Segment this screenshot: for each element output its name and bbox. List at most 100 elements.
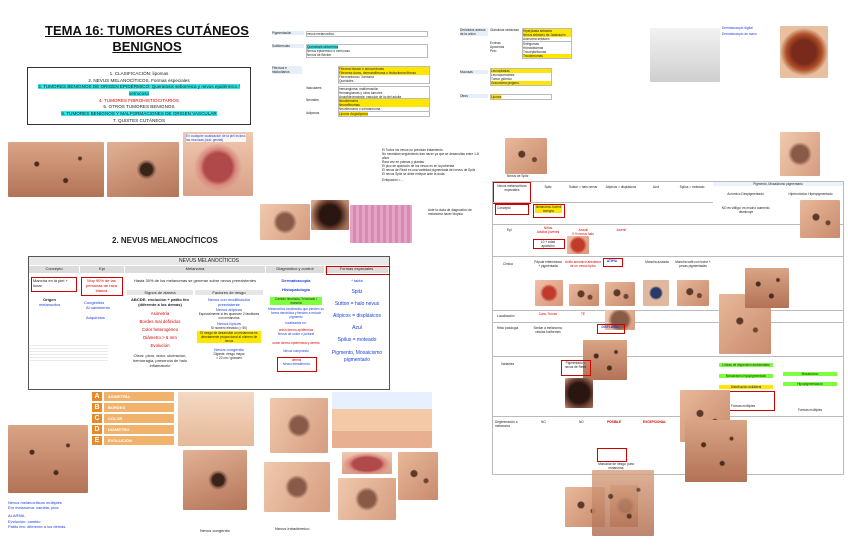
sutton-epi: Juvenil 5 % nevus halo (572, 228, 594, 236)
formas-highlight (326, 266, 390, 275)
caption-multiple-2: Em melanoma: cambia, pica (8, 505, 59, 511)
caption-alarma: ALARMA (8, 513, 25, 519)
fr-congenito: Nevus congénito (214, 347, 244, 352)
epi-text: Muy 90% de las personas de raza blanca (86, 278, 117, 294)
origen-label: Origen (43, 297, 56, 302)
note-3: El pico de aparición de los nevus es en … (382, 164, 455, 168)
caption-block: Nevus melanocíticos múltiples Em melanom… (8, 500, 118, 529)
fr-atipicos-note: Especialmente si les aparecen 2 familiar… (198, 312, 260, 320)
epi-al-nacimiento: Al nacimiento (86, 305, 111, 310)
header-mosaicismo: Pigmento, Mosaicismo pigmentario (713, 182, 843, 186)
row-fibrosos-label: Fibrosos e histiocitarios (272, 66, 302, 74)
dx-intradermico: Nevus intradérmico (282, 362, 311, 366)
index-item-7: 7. QUISTES CUTÁNEOS (112, 117, 166, 123)
sutton-clinica: Anillo acrómico alrededor de un nevus tí… (565, 260, 601, 268)
acromico-concepto: NO es vitiligo: es mucho aumento, dismin… (721, 206, 771, 214)
fr-modificacion: Nevus con modificación preexistente (207, 297, 251, 308)
dx-histopatologia: Histopatología (282, 287, 310, 292)
photo-spitz-clin (535, 280, 563, 306)
spitz-histopatologia: Similar a melanoma, células fusiformes (533, 326, 563, 334)
row-histopatologia: Histo patología (497, 326, 519, 330)
row-neurales-label: Neurales (306, 98, 319, 102)
caption-multiple-1: Nevus melanocíticos múltiples (8, 500, 62, 505)
col-nevus: Nevus melanocíticos especiales (497, 184, 527, 192)
notes-snippet (28, 345, 108, 363)
row-subformulas-items: Queratosis seborreica Nevus epidérmico o… (306, 44, 428, 58)
concepto-highlight (31, 277, 77, 292)
sutton-localizacion: TE (580, 312, 586, 316)
anexos-table: Derivados anexos de la unión Glándulas s… (460, 28, 572, 108)
col-spitz: Spitz (544, 185, 552, 189)
index-item-2: 2. NEVUS MELANOCÍTICOS. Formas especiale… (88, 77, 190, 83)
abcde-color: Color heterogéneo (141, 327, 179, 332)
photo-nevus-face (260, 204, 310, 240)
dx-cambio: Cambio hinchado / hinchado / mancha (270, 297, 322, 305)
mucosas-label: Mucosas (460, 70, 488, 74)
index-item-6: 6. TUMORES BENIGNOS Y MALFORMACIONES DE … (61, 110, 217, 116)
concepto-text: Mancha en la piel + lunar (33, 278, 68, 289)
photo-mosaic-back (685, 420, 747, 482)
hiper-2: Hipopigmentación (783, 382, 837, 386)
fe-tabla: * tabla (351, 278, 363, 283)
row-variantes: Variantes (501, 362, 515, 366)
row-pigmentacion-text: nevus melanocítico (306, 31, 428, 37)
acro-1: Líneas de dispersión ambientales (719, 363, 773, 367)
row-degeneracion: Degeneración a melanoma (495, 420, 518, 428)
fe-mosaicismo: Pigmento, Mosaicismo pigmentario (331, 350, 383, 363)
epi-highlight (81, 277, 123, 296)
photo-sutton-clin (569, 284, 599, 306)
dx-dermis: dermis (291, 358, 302, 362)
photo-nevus-pigmented (107, 142, 179, 197)
caption-patito: Patito feo: diferente a los demás (8, 523, 66, 529)
fe-spilus: Spilus = moteado (337, 337, 377, 343)
spitz-variantes: Pigmentado = nevus de Reed (564, 361, 587, 369)
abcde-letter-a: A (92, 392, 102, 401)
caption-congenito: Nevus congénito (200, 528, 230, 533)
dx-union-nevus: Nevus de unión o juntural (277, 332, 315, 336)
row-adiposos-items: Lipoma Angiolipoma (338, 111, 430, 117)
fr-congenito-gigante: Gigante, riesgo mayor (213, 352, 245, 356)
fr-tipicos: Nevus típicos (216, 321, 241, 326)
col-spilus: Spilus = moteado (679, 185, 705, 189)
col-sutton: Sutton = halo nevus (568, 185, 598, 189)
abcde-otros: Otros: picor, dolor, ulceración, hemorra… (132, 353, 188, 369)
spitz-epi-3: 10 + edad aparición (540, 240, 556, 248)
nevus-table-banner: NEVUS MELANOCÍTICOS (29, 257, 389, 265)
fe-sutton: Sutton = halo nevus (334, 301, 380, 307)
spitz-epi-highlight (533, 239, 565, 249)
nevus-table: NEVUS MELANOCÍTICOS Concepto Epi Melanom… (28, 256, 390, 390)
photo-lip-nevus (342, 452, 392, 474)
acro-3: Distribución unilateral (719, 385, 773, 389)
row-pigmentacion-label: Pigmentación (272, 31, 304, 35)
photo-nevus-back (8, 142, 104, 197)
title-line-1: TEMA 16: TUMORES CUTÁNEOS (45, 23, 249, 38)
photo-multiple-nevus (8, 425, 88, 493)
note-5: El nevus Spitz se debe extirpar ante la … (382, 172, 445, 176)
acro-4: Formas múltiples (730, 404, 756, 408)
photo-face-nevus (398, 452, 438, 500)
row-clinica: Clínica (503, 262, 513, 266)
col-nevus-highlight (493, 182, 531, 204)
photo-mustache (338, 478, 396, 520)
index-item-4: 4. TUMORES FIBROHISTIOCITARIOS (99, 97, 179, 103)
azul-clinica: Mancha azulada (645, 260, 669, 264)
clasificacion-table: Pigmentación nevus melanocítico Subfórmu… (272, 28, 432, 118)
photo-nevus-dark (311, 200, 349, 230)
page-title: TEMA 16: TUMORES CUTÁNEOS BENIGNOS (42, 23, 252, 56)
note-4: El nevus de Reed es una variedad pigment… (382, 168, 476, 172)
abcde-letter-c: C (92, 414, 102, 423)
section2-title: 2. NEVUS MELANOCÍTICOS (112, 236, 218, 245)
abcde-asimetria: Asimetría (150, 311, 170, 316)
spilus-clinica: Mancha café con leche + pecas pigmentada… (675, 260, 711, 268)
photo-hiper-2 (745, 268, 789, 308)
otros-label: Otros (460, 94, 488, 98)
anexos-sub: Glándulas sebáceas (490, 28, 519, 32)
dermatoscope-caption-2: Dermatoscopio de mano (722, 32, 757, 36)
nevus-notes: El Todos los nevus no precisan tratamien… (382, 148, 482, 182)
photo-atip-loc (605, 310, 635, 330)
note-1: No necesitan seguimiento tras nacer ya q… (382, 152, 479, 160)
epi-adquiridos: Adquiridos (86, 315, 105, 320)
photo-azul-clin (643, 280, 669, 306)
deg-sutton: NO (579, 420, 584, 424)
displasia-badge: DISPLASIA (601, 325, 619, 329)
